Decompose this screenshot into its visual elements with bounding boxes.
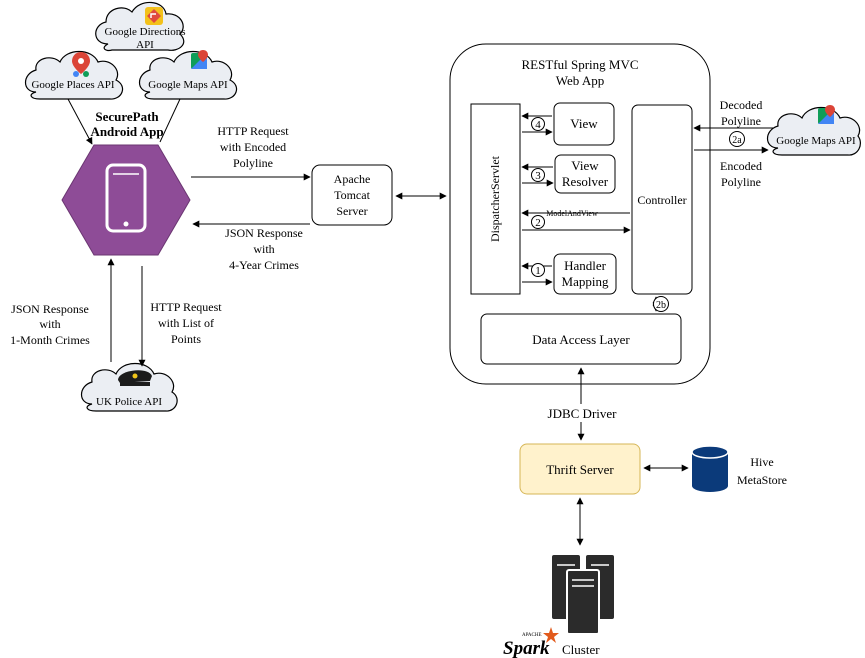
controller-label: Controller [637,193,686,207]
police-hat-icon [118,370,152,386]
svg-text:2a: 2a [732,135,742,146]
google-maps-api-cloud-right: Google Maps API [766,105,861,156]
securepath-android-app: SecurePath Android App [61,109,191,256]
tomcat-label-2: Tomcat [334,188,370,202]
svg-text:4: 4 [535,119,541,131]
handler-mapping-label-2: Mapping [562,274,609,289]
view-resolver-label-2: Resolver [562,174,609,189]
json-4yr-label-2: with [253,242,274,256]
json-4yr-label-3: 4-Year Crimes [229,258,299,272]
thrift-server: Thrift Server [519,443,641,495]
decoded-polyline-label-2: Polyline [721,114,761,128]
json-4yr-label-1: JSON Response [225,226,303,240]
uk-police-api-cloud: UK Police API [80,362,178,412]
google-maps-label-left: Google Maps API [148,79,228,91]
uk-police-label: UK Police API [96,396,162,408]
cluster-label: Cluster [562,642,600,657]
step-2b: 2b [653,296,669,312]
http-polyline-label-1: HTTP Request [217,124,289,138]
webapp-title-2: Web App [556,73,604,88]
svg-text:1: 1 [535,265,541,277]
jdbc-label-bg [540,404,624,422]
step-2a: 2a [729,131,745,147]
google-directions-icon [145,7,163,25]
tomcat-label-3: Server [336,204,367,218]
arrow-places-to-app [67,98,93,145]
model-and-view-label: ModelAndView [546,209,598,218]
spark-logo-small: APACHE [522,633,542,638]
http-polyline-label-3: Polyline [233,156,273,170]
google-places-api-cloud: Google Places API [24,50,124,100]
svg-text:2b: 2b [656,300,666,311]
spark-logo-word: Spark [503,638,550,658]
google-places-icon [72,52,90,77]
json-1month-label-3: 1-Month Crimes [10,333,90,347]
google-maps-label-right: Google Maps API [776,135,856,147]
controller-box: Controller [631,104,693,295]
smartphone-icon [105,163,147,233]
dispatcher-servlet: DispatcherServlet [470,103,521,295]
hive-label-2: MetaStore [737,473,787,487]
database-icon [691,445,729,492]
google-maps-api-cloud-left: Google Maps API [138,50,238,100]
view-label: View [570,116,598,131]
dispatcher-label: DispatcherServlet [488,155,502,242]
decoded-polyline-label-1: Decoded [720,98,763,112]
view-resolver-box: View Resolver [554,154,616,194]
http-points-label-2: with List of [158,316,214,330]
android-app-title-1: SecurePath [95,109,159,124]
android-app-title-2: Android App [90,124,163,139]
json-1month-label-1: JSON Response [11,302,89,316]
google-directions-label-2: API [136,39,154,51]
handler-mapping-label-1: Handler [564,258,607,273]
server-stack-icon [552,555,614,635]
apache-tomcat-server: Apache Tomcat Server [311,164,393,226]
google-places-label: Google Places API [31,79,114,91]
jdbc-driver-label: JDBC Driver [548,406,618,421]
google-directions-api-cloud: Google Directions API [95,1,186,52]
encoded-polyline-label-2: Polyline [721,175,761,189]
google-directions-label-1: Google Directions [105,26,186,38]
webapp-title-1: RESTful Spring MVC [521,57,638,72]
step-4: 4 [531,117,545,131]
step-3: 3 [531,168,545,182]
spring-mvc-webapp: RESTful Spring MVC Web App DispatcherSer… [449,43,745,385]
svg-text:2: 2 [535,217,541,229]
spark-cluster: APACHE Spark Cluster [503,555,614,658]
view-box: View [553,102,615,146]
http-points-label-3: Points [171,332,201,346]
json-1month-label-2: with [39,317,60,331]
svg-text:3: 3 [535,170,541,182]
http-polyline-label-2: with Encoded [220,140,286,154]
data-access-label: Data Access Layer [532,332,630,347]
data-access-layer-box: Data Access Layer [480,313,682,365]
step-1: 1 [531,263,545,277]
google-maps-icon-right [818,105,835,124]
view-resolver-label-1: View [571,158,599,173]
handler-mapping-box: Handler Mapping [553,253,617,295]
apache-spark-logo: APACHE Spark [503,627,559,658]
hive-metastore: Hive MetaStore [691,445,787,492]
step-2: 2 [531,215,545,229]
hive-label-1: Hive [750,455,773,469]
line-maps-to-app [159,98,181,143]
google-maps-icon-left [191,50,208,69]
thrift-label: Thrift Server [546,462,614,477]
http-points-label-1: HTTP Request [150,300,222,314]
encoded-polyline-label-1: Encoded [720,159,762,173]
tomcat-label-1: Apache [334,172,371,186]
